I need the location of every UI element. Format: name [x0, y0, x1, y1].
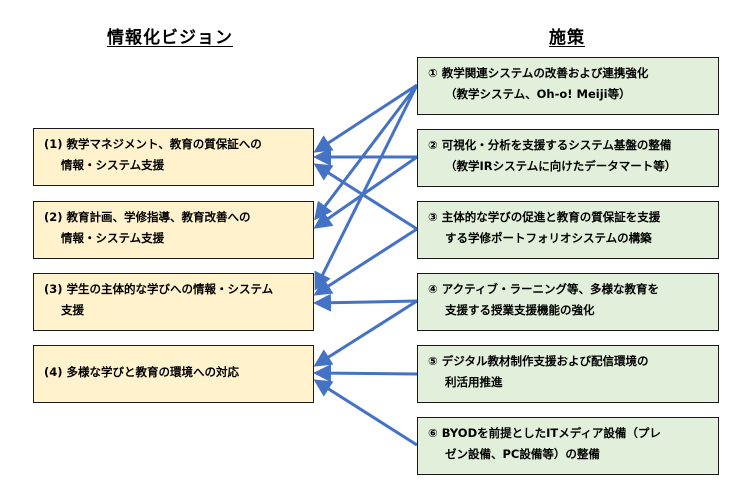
arrow-policy-5-to-vision-4: [313, 364, 418, 383]
vision-2-line2: 情報・システム支援: [61, 231, 165, 245]
policy-6-line2: ゼン設備、PC設備等）の整備: [445, 447, 600, 461]
vision-1-line2: 情報・システム支援: [61, 158, 165, 172]
policy-box-5: ⑤ デジタル教材制作支援および配信環境の 利活用推進: [417, 345, 719, 403]
vision-4-line1: (4) 多様な学びと教育の環境への対応: [44, 365, 240, 379]
vision-2-line1: (2) 教育計画、学修指導、教育改善への: [44, 210, 251, 224]
policy-4-line2: 支援する授業支援機能の強化: [445, 303, 595, 317]
arrow-policy-4-to-vision-3: [313, 293, 418, 312]
policy-3-line1: ③ 主体的な学びの促進と教育の質保証を支援: [428, 210, 661, 224]
policy-box-1: ① 教学関連システムの改善および連携強化 （教学システム、Oh-o! Meiji…: [417, 57, 719, 115]
policy-5-line1: ⑤ デジタル教材制作支援および配信環境の: [428, 354, 649, 368]
policy-1-line2: （教学システム、Oh-o! Meiji等）: [445, 87, 631, 101]
vision-box-2: (2) 教育計画、学修指導、教育改善への 情報・システム支援: [33, 201, 314, 259]
policy-heading: 施策: [549, 28, 585, 48]
arrow-policy-1-to-vision-3: [314, 84, 419, 291]
policy-box-2: ② 可視化・分析を支援するシステム基盤の整備 （教学IRシステムに向けたデータマ…: [417, 129, 719, 187]
policy-box-4: ④ アクティブ・ラーニング等、多様な教育を 支援する授業支援機能の強化: [417, 273, 719, 331]
arrow-policy-1-to-vision-2: [314, 84, 419, 221]
policy-1-line1: ① 教学関連システムの改善および連携強化: [428, 66, 649, 80]
vision-3-line2: 支援: [61, 303, 84, 317]
arrow-policy-1-to-vision-1: [313, 83, 418, 153]
vision-heading: 情報化ビジョン: [107, 28, 233, 48]
policy-2-line1: ② 可視化・分析を支援するシステム基盤の整備: [428, 138, 672, 152]
arrow-policy-4-to-vision-4: [313, 299, 418, 367]
arrow-policy-3-to-vision-3: [313, 227, 418, 296]
vision-box-4: (4) 多様な学びと教育の環境への対応: [33, 345, 314, 403]
policy-box-6: ⑥ BYODを前提としたITメディア設備（プレ ゼン設備、PC設備等）の整備: [417, 417, 719, 475]
arrow-policy-3-to-vision-1: [313, 163, 418, 231]
policy-4-line1: ④ アクティブ・ラーニング等、多様な教育を: [428, 282, 659, 296]
vision-box-3: (3) 学生の主体的な学びへの情報・システム 支援: [33, 273, 314, 331]
vision-box-1: (1) 教学マネジメント、教育の質保証への 情報・システム支援: [33, 128, 314, 186]
arrow-policy-2-to-vision-2: [313, 155, 418, 229]
policy-box-3: ③ 主体的な学びの促進と教育の質保証を支援 する学修ポートフォリオシステムの構築: [417, 201, 719, 259]
policy-3-line2: する学修ポートフォリオシステムの構築: [445, 231, 652, 245]
policy-2-line2: （教学IRシステムに向けたデータマート等）: [445, 159, 677, 173]
arrow-policy-6-to-vision-4: [313, 379, 418, 447]
policy-5-line2: 利活用推進: [445, 375, 503, 389]
vision-3-line1: (3) 学生の主体的な学びへの情報・システム: [44, 282, 274, 296]
policy-6-line1: ⑥ BYODを前提としたITメディア設備（プレ: [428, 426, 661, 440]
vision-1-line1: (1) 教学マネジメント、教育の質保証への: [44, 137, 262, 151]
